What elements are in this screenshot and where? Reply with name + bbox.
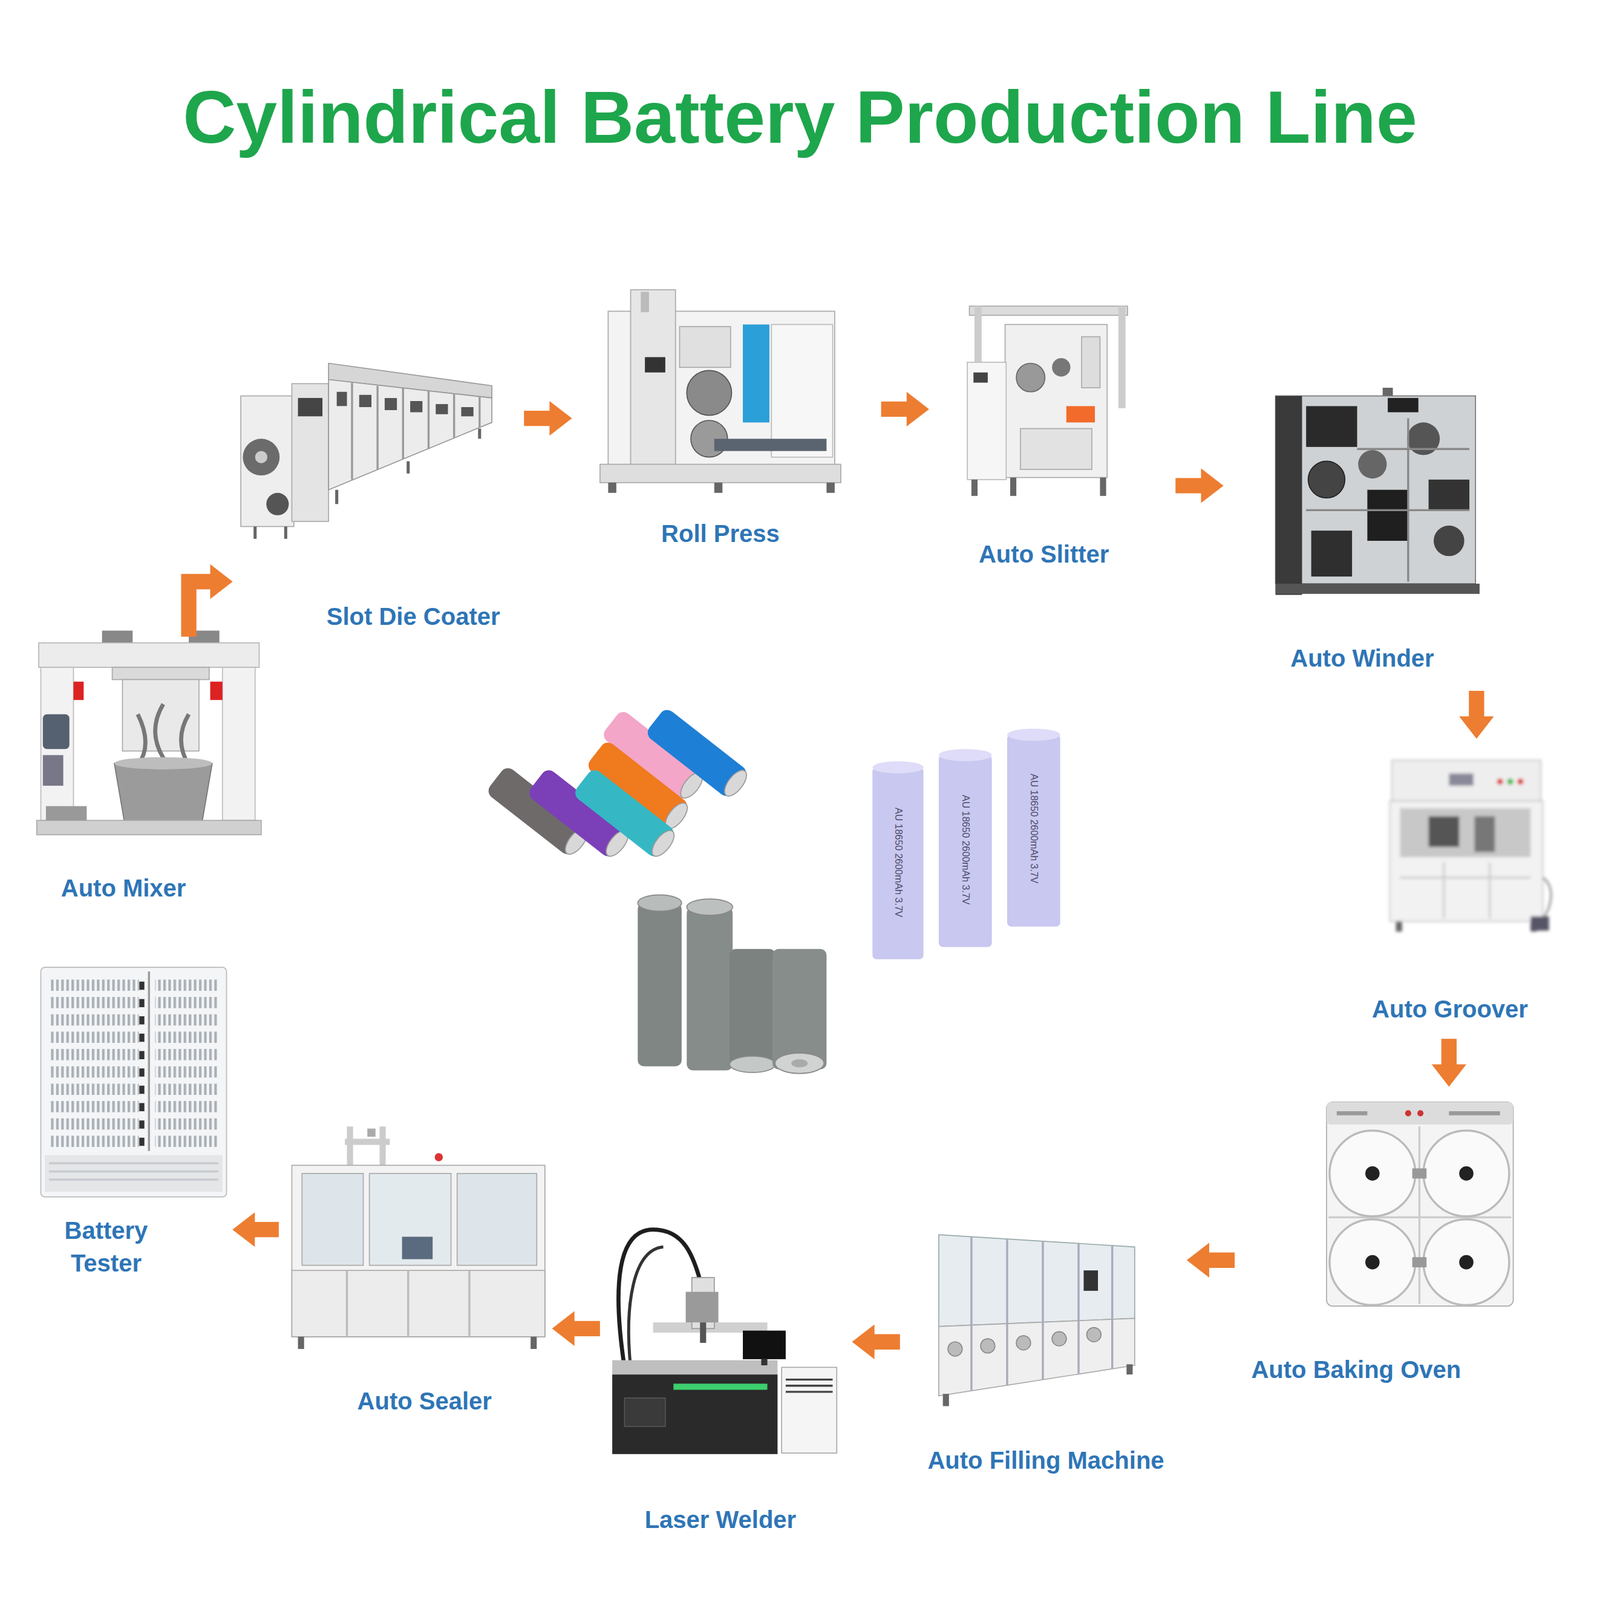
arrow-shaft [569,1321,601,1337]
station-label: Auto Mixer [61,871,187,905]
station-label: Auto Sealer [357,1384,492,1418]
station-label: Roll Press [661,517,780,550]
arrow-shaft [1441,1038,1457,1069]
cell-print: AU 18650 2600mAh 3.7V [892,807,904,918]
station: Laser Welder [604,1219,841,1538]
station-label: Battery Tester [64,1214,149,1280]
flow-arrow [1175,468,1224,503]
coater-illustration [240,363,492,539]
flow-arrow [1431,1038,1467,1087]
filling-machine-illustration [938,1234,1135,1406]
oven-illustration [1326,1102,1514,1307]
arrow-shaft [869,1334,901,1350]
arrow-shaft [1175,477,1206,494]
battery-cells-lavender [872,728,1060,959]
flow-arrow [188,564,233,637]
station: Auto Winder [1268,385,1493,677]
station: Auto Baking Oven [1243,1096,1521,1390]
arrow-head [1459,716,1494,739]
flow-arrow [1186,1243,1235,1278]
station: Auto Groover [1362,753,1553,1029]
station: Auto Filling Machine [911,1224,1179,1480]
station-label: Auto Groover [1371,992,1529,1026]
flow-arrow [552,1311,601,1346]
arrow-head [906,391,930,427]
arrow-head [552,1311,575,1346]
station: Battery Tester [34,959,231,1284]
station-label: Auto Slitter [978,537,1110,571]
groover-illustration [1390,760,1552,932]
flow-arrow [1459,690,1494,739]
station-label: Auto Baking Oven [1250,1353,1461,1386]
arrow-head [209,564,233,599]
arrow-head [1186,1243,1210,1278]
cell-print: AU 18650 2600mAh 3.7V [960,794,971,905]
arrow-head [549,401,572,436]
arrow-head [852,1324,875,1360]
flow-arrow [232,1212,279,1247]
roll-press-illustration [600,289,841,494]
diagram-title: Cylindrical Battery Production Line [182,75,1417,160]
arrow-head [232,1212,255,1247]
station-label: Auto Winder [1290,641,1434,675]
arrow-shaft [1204,1252,1236,1268]
sealer-illustration [291,1126,545,1349]
station-label: Slot Die Coater [326,600,501,633]
arrow-shaft [523,410,555,426]
flow-arrow [881,391,930,427]
station: Slot Die Coater [232,359,505,633]
station: Roll Press [591,283,851,552]
flow-arrow [523,401,572,436]
mixer-illustration [36,630,262,835]
station: Auto Slitter [959,301,1131,572]
battery-cells-colour [485,706,752,862]
arrow-shaft [881,401,912,417]
station: Auto Mixer [30,636,268,909]
arrow-head [1200,468,1224,503]
slitter-illustration [967,306,1128,497]
flow-arrow [852,1324,901,1360]
arrow-shaft [1468,690,1484,722]
station-label: Auto Filling Machine [927,1443,1164,1477]
station-label: Laser Welder [644,1503,797,1536]
station: Auto Sealer [280,1120,549,1419]
arrow-head [1431,1064,1467,1087]
tester-illustration [40,967,227,1198]
laser-welder-illustration [612,1229,837,1455]
cell-print: AU 18650 2600mAh 3.7V [1028,773,1040,884]
battery-cells-grey [637,894,827,1074]
winder-illustration [1275,387,1480,595]
